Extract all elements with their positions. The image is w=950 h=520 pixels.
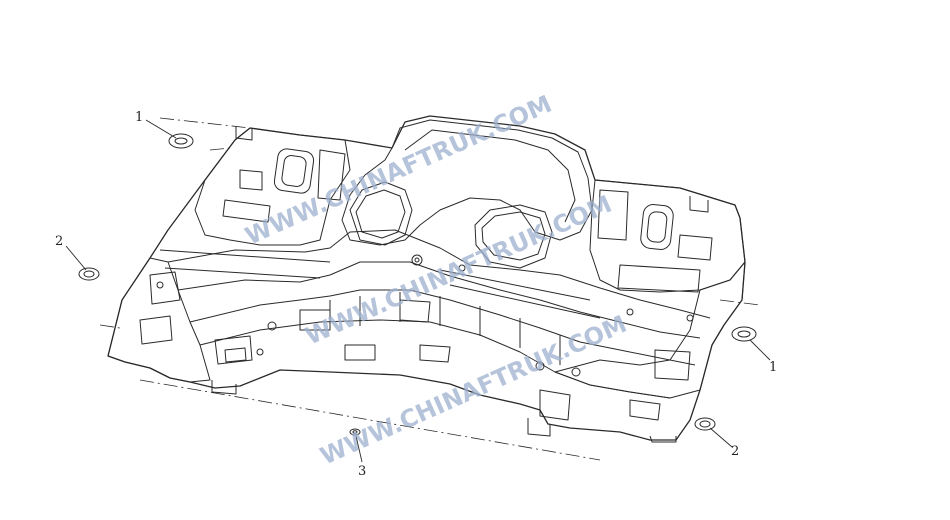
leader-lines <box>65 119 771 463</box>
callout-3: 3 <box>358 464 366 479</box>
floor-panel-assembly <box>107 115 746 443</box>
plug-part-3 <box>349 428 361 436</box>
callout-1-left: 1 <box>135 110 143 125</box>
grommet-part-1-right <box>731 326 757 342</box>
watermark: WWW.CHINAFTRUK.COM WWW.CHINAFTRUK.COM WW… <box>241 90 631 471</box>
grommet-part-2-right <box>694 417 716 431</box>
callout-1-right: 1 <box>769 360 777 375</box>
callout-2-left: 2 <box>55 234 63 249</box>
centerlines <box>99 117 761 461</box>
callout-2-right: 2 <box>731 444 739 459</box>
watermark-text-bottom: WWW.CHINAFTRUK.COM <box>316 310 631 471</box>
watermark-text-middle: WWW.CHINAFTRUK.COM <box>301 190 616 351</box>
grommet-part-2-left <box>78 267 100 281</box>
grommet-part-1-left <box>168 133 194 149</box>
watermark-text-top: WWW.CHINAFTRUK.COM <box>241 90 556 251</box>
